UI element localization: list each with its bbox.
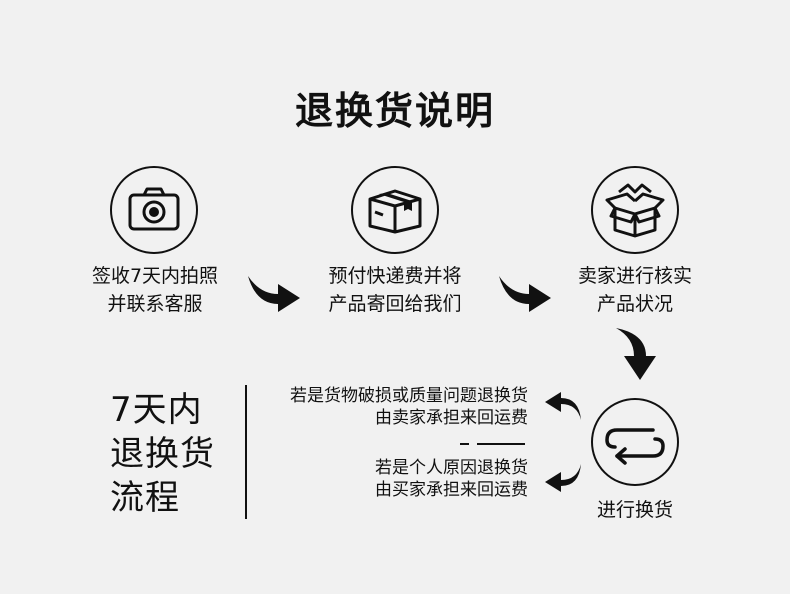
exchange-arrows-icon	[605, 428, 665, 465]
step-1-line-1: 签收7天内拍照	[91, 265, 219, 287]
arrow-step1-to-step2-icon	[248, 276, 300, 312]
quality-note: 若是货物破损或质量问题退换货 由卖家承担来回运费	[228, 385, 528, 429]
camera-icon	[128, 187, 180, 231]
step-2-label: 预付快递费并将 产品寄回给我们	[315, 262, 475, 318]
personal-note-line-2: 由买家承担来回运费	[375, 480, 528, 500]
arrow-step3-to-step4-icon	[616, 328, 656, 380]
separator-dash-short	[460, 443, 469, 445]
step-2-line-1: 预付快递费并将	[328, 265, 462, 287]
step-3-line-2: 产品状况	[596, 293, 673, 315]
closed-box-icon	[368, 189, 422, 234]
page-title: 退换货说明	[294, 89, 495, 133]
process-line-3: 流程	[110, 478, 180, 518]
step-1-line-2: 并联系客服	[107, 293, 203, 315]
step-3-line-1: 卖家进行核实	[577, 265, 692, 287]
step-3-label: 卖家进行核实 产品状况	[555, 262, 715, 318]
open-box-circle	[591, 166, 679, 254]
process-title: 7天内 退换货 流程	[110, 388, 215, 520]
quality-note-line-1: 若是货物破损或质量问题退换货	[290, 386, 528, 406]
camera-circle	[110, 166, 198, 254]
open-box-icon	[605, 183, 665, 238]
step-1-label: 签收7天内拍照 并联系客服	[75, 262, 235, 318]
personal-note: 若是个人原因退换货 由买家承担来回运费	[228, 457, 528, 501]
vertical-divider	[245, 385, 247, 519]
step-4-line-1: 进行换货	[596, 499, 673, 521]
separator-dash-long	[477, 443, 525, 445]
step-4-label: 进行换货	[555, 496, 715, 524]
personal-note-line-1: 若是个人原因退换货	[375, 458, 528, 478]
quality-note-line-2: 由卖家承担来回运费	[375, 408, 528, 428]
arrow-personal-note-icon	[545, 464, 581, 492]
step-2-line-2: 产品寄回给我们	[328, 293, 462, 315]
arrow-quality-note-icon	[545, 392, 581, 420]
process-line-2: 退换货	[110, 434, 215, 474]
exchange-circle	[591, 398, 679, 486]
process-line-1: 7天内	[110, 390, 203, 430]
closed-box-circle	[351, 166, 439, 254]
arrow-step2-to-step3-icon	[499, 276, 551, 312]
